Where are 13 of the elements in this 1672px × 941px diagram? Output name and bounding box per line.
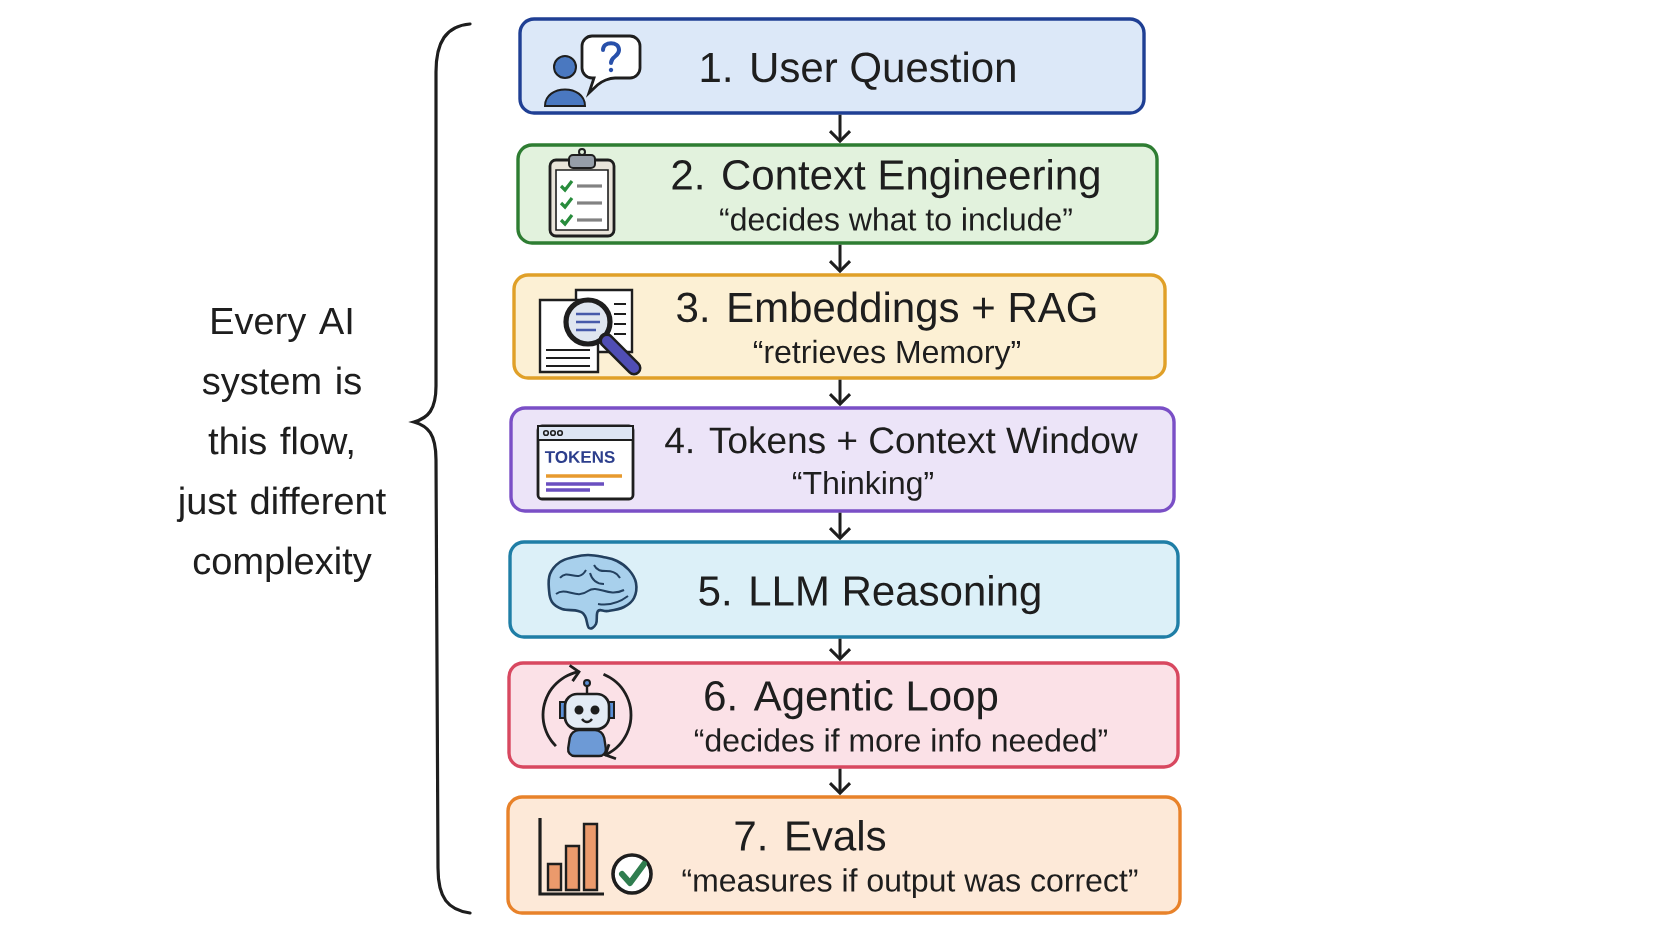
arrow bbox=[828, 379, 852, 407]
process-box: 2. Context Engineering “decides what to include” bbox=[516, 143, 1159, 245]
process-box: 6. Agentic Loop “decides if more info needed” bbox=[507, 661, 1180, 769]
arrow bbox=[828, 512, 852, 541]
process-box: 5. LLM Reasoning bbox=[508, 540, 1180, 639]
process-box: 3. Embeddings + RAG “retrieves Memory” bbox=[512, 273, 1167, 380]
arrow bbox=[828, 768, 852, 796]
browser-window: TOKENS bbox=[536, 424, 635, 501]
arrow bbox=[828, 244, 852, 274]
note-text: Every AI system is this flow, just different complexity bbox=[176, 308, 386, 582]
arrow bbox=[828, 114, 852, 144]
process-box: 7. Evals “measures if output was correct” bbox=[506, 795, 1182, 915]
process-box: 1. User Question bbox=[518, 17, 1146, 115]
